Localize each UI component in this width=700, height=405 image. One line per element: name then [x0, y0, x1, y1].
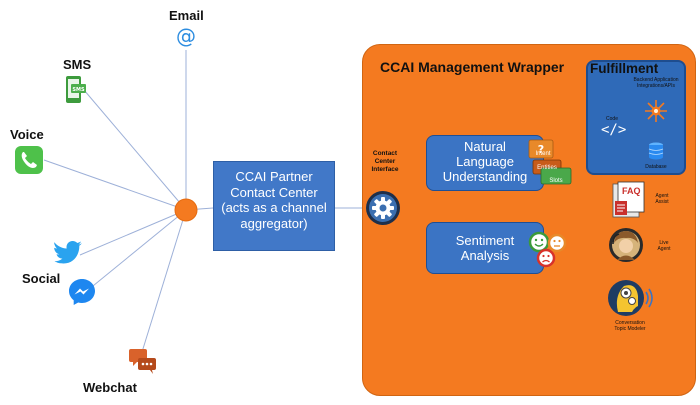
fulfillment-box — [586, 60, 686, 175]
line-messenger — [87, 209, 187, 291]
line-voice — [43, 159, 187, 211]
live-agent-label: Live Agent — [657, 240, 671, 252]
database-label: Database — [645, 164, 667, 170]
partner-contact-center-box: CCAI Partner Contact Center (acts as a c… — [213, 161, 335, 251]
messenger-icon — [67, 277, 97, 312]
intent-label: Intent — [535, 151, 551, 157]
nlu-line-1: Natural — [464, 139, 506, 154]
backend-label: Backend Application Integrations/APIs — [633, 77, 679, 89]
email-label: Email — [169, 8, 204, 23]
wrapper-title: CCAI Management Wrapper — [380, 59, 565, 75]
sentiment-line-1: Sentiment — [455, 233, 515, 248]
gear-icon — [365, 190, 401, 231]
social-label: Social — [22, 271, 61, 286]
slots-label: Slots — [549, 178, 563, 184]
entities-label: Entities — [537, 165, 557, 171]
sms-icon: SMS — [65, 75, 87, 105]
fulfillment-title: Fulfillment — [590, 61, 659, 76]
sentiment-line-2: Analysis — [460, 248, 510, 263]
sentiment-faces-icon — [528, 230, 568, 273]
nlu-line-2: Language — [456, 154, 514, 169]
topic-modeler-label: Conversation Topic Modeler — [614, 320, 646, 332]
faq-text: FAQ — [622, 186, 641, 196]
svg-text:?: ? — [538, 143, 544, 156]
database-icon — [648, 142, 664, 165]
partner-line-4: aggregator) — [240, 215, 308, 231]
partner-line-3: (acts as a channel — [221, 200, 327, 215]
nlu-line-3: Understanding — [442, 169, 528, 184]
sms-label: SMS — [63, 57, 92, 72]
sms-screen-text: SMS — [72, 87, 85, 93]
faq-icon — [612, 181, 646, 224]
nlu-box: Natural Language Understanding — [426, 135, 544, 191]
code-icon: </> — [601, 122, 627, 138]
hub-node — [174, 198, 198, 222]
partner-line-2: Contact Center — [230, 184, 318, 200]
webchat-icon — [128, 347, 158, 382]
contact-center-interface-label: Contact Center Interface — [371, 150, 399, 173]
agent-assist-label: Agent Assist — [655, 193, 669, 205]
email-icon: @ — [176, 24, 196, 48]
line-webchat — [141, 209, 187, 353]
sentiment-box: Sentiment Analysis — [426, 222, 544, 274]
live-agent-icon — [608, 227, 644, 268]
topic-modeler-icon — [608, 278, 656, 323]
code-label: Code — [606, 116, 618, 122]
line-sms — [83, 89, 187, 211]
twitter-icon — [54, 240, 84, 269]
phone-icon — [14, 145, 44, 180]
line-twitter — [79, 209, 187, 256]
partner-line-1: CCAI Partner — [235, 169, 313, 184]
webchat-label: Webchat — [83, 380, 137, 395]
api-integration-icon — [643, 98, 669, 129]
nlu-components-icon: ? — [527, 138, 575, 193]
voice-label: Voice — [10, 127, 44, 142]
